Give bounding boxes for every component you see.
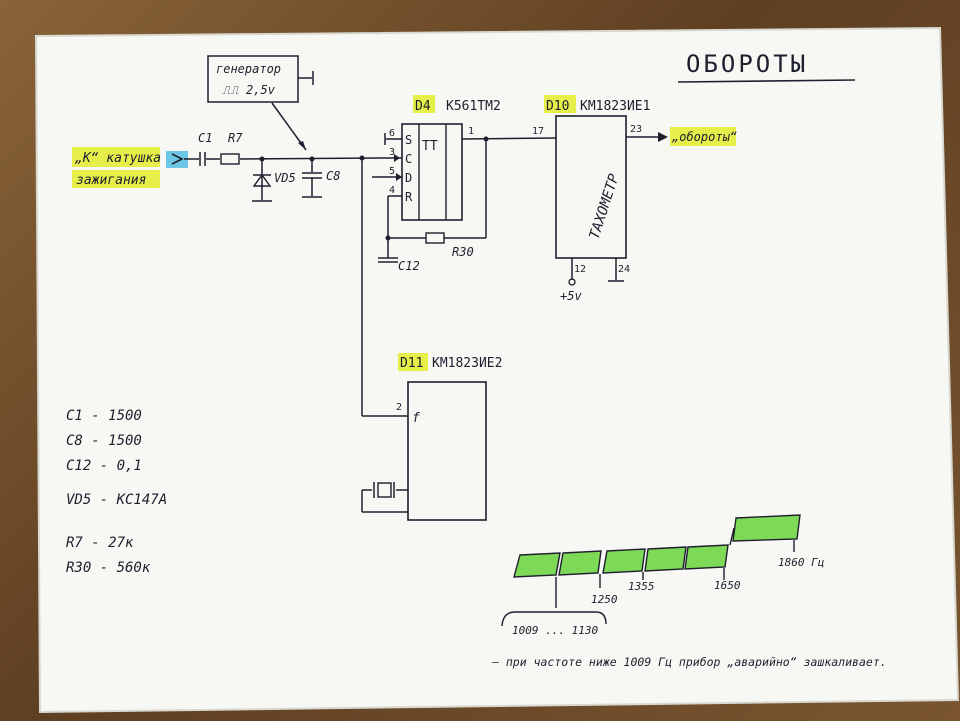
junction-dot xyxy=(385,235,391,241)
d11-chip xyxy=(407,381,487,521)
power-label: +5v xyxy=(560,289,582,303)
d11-part: KM1823ИE2 xyxy=(432,356,502,371)
d11-pin-2: 2 xyxy=(396,402,402,413)
title-underline xyxy=(677,79,856,83)
scale-segment xyxy=(558,550,602,576)
d11-ref-highlight xyxy=(398,353,428,371)
r30-label: R30 xyxy=(452,245,474,259)
component-item: C12 - 0,1 xyxy=(66,458,142,474)
d10-pin-23: 23 xyxy=(630,124,642,135)
output-label-highlight xyxy=(670,127,736,146)
vd5-diode-icon xyxy=(252,173,272,187)
scale-segment xyxy=(732,514,801,542)
c12-label: C12 xyxy=(398,259,420,273)
junction-dot xyxy=(309,156,315,162)
d4-tt: TT xyxy=(422,139,438,154)
d10-part: KM1823ИE1 xyxy=(580,99,650,114)
footnote: — при частоте ниже 1009 Гц прибор „авари… xyxy=(491,655,887,669)
generator-arrow-icon xyxy=(298,141,306,150)
frequency-scale xyxy=(501,514,801,627)
d10-ref-highlight xyxy=(544,95,576,113)
component-item: R30 - 560к xyxy=(66,560,151,576)
d4-ref: D4 xyxy=(415,99,431,114)
r7-label: R7 xyxy=(228,131,243,145)
paper-sheet xyxy=(36,28,958,712)
d4-pin-3: 3 xyxy=(389,147,395,158)
d4-pin-6: 6 xyxy=(389,128,395,139)
d10-chip xyxy=(555,115,627,259)
component-item: VD5 - KC147A xyxy=(66,492,167,508)
d11-pin-f: f xyxy=(412,411,420,426)
quartz-crystal-icon xyxy=(377,482,392,498)
input-label-highlight xyxy=(72,147,160,167)
scale-segment xyxy=(602,548,646,574)
clock-arrow-icon xyxy=(394,154,400,162)
component-item: R7 - 27к xyxy=(66,535,134,551)
scale-range-label: 1009 ... 1130 xyxy=(512,624,598,637)
d4-pin-s: S xyxy=(405,133,412,147)
page-title: ОБОРОТЫ xyxy=(686,50,808,78)
r30-resistor xyxy=(425,232,445,244)
input-label-line1: „К“ катушка xyxy=(74,151,161,166)
d10-pin-24: 24 xyxy=(618,264,630,275)
vd5-label: VD5 xyxy=(274,171,296,185)
d4-pin-d: D xyxy=(405,171,412,185)
component-item: C8 - 1500 xyxy=(66,433,142,449)
scale-tick-label: 1650 xyxy=(714,579,741,592)
scale-tick-label: 1250 xyxy=(591,593,618,606)
d4-chip xyxy=(401,123,463,221)
d10-pin-12: 12 xyxy=(574,264,586,275)
generator-box xyxy=(207,55,299,103)
junction-dot xyxy=(359,155,365,161)
d4-pin-5: 5 xyxy=(389,166,395,177)
d10-pin-17: 17 xyxy=(532,126,544,137)
scale-segment xyxy=(644,546,687,572)
generator-frequency: ⎍⎍ 2,5v xyxy=(222,83,276,97)
input-connector-highlight xyxy=(166,151,188,168)
d4-ref-highlight xyxy=(413,95,435,113)
scale-tick-label: 1860 Гц xyxy=(778,556,824,569)
scale-segment xyxy=(684,544,729,570)
generator-label: генератор xyxy=(216,62,281,76)
d10-ref: D10 xyxy=(546,99,569,114)
d4-pin-r: R xyxy=(405,190,413,204)
output-label: „обороты“ xyxy=(671,130,737,144)
junction-dot xyxy=(483,136,489,142)
d11-ref: D11 xyxy=(400,356,423,371)
d4-pin-4: 4 xyxy=(389,185,395,196)
input-connector-icon xyxy=(171,153,184,165)
d4-part: K561TM2 xyxy=(446,99,501,114)
input-label-line2: зажигания xyxy=(76,173,146,188)
power-terminal xyxy=(568,278,576,286)
r7-resistor xyxy=(220,153,240,165)
component-item: C1 - 1500 xyxy=(66,408,142,424)
c1-label: C1 xyxy=(198,131,212,145)
junction-dot xyxy=(259,156,265,162)
d-arrow-icon xyxy=(396,173,402,181)
output-arrow-icon xyxy=(658,132,668,142)
scale-tick-label: 1355 xyxy=(628,580,655,593)
c8-label: C8 xyxy=(326,169,340,183)
d4-pin-c: C xyxy=(405,152,412,166)
component-list: C1 - 1500 C8 - 1500 C12 - 0,1 VD5 - KC14… xyxy=(66,408,167,576)
scale-segment xyxy=(513,552,561,578)
d4-pin-1: 1 xyxy=(468,126,474,137)
